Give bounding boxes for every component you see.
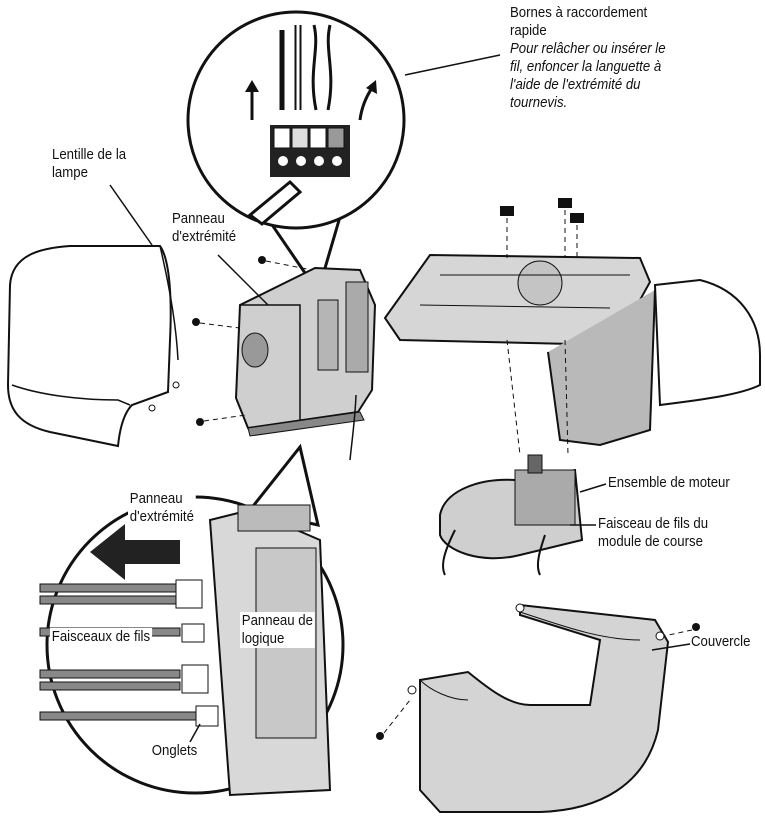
tabs-text: Onglets	[151, 742, 198, 759]
screwdriver-icon	[247, 179, 303, 226]
quick-connect-callout	[186, 10, 406, 296]
inset-end-panel-line1: Panneau	[129, 490, 183, 507]
quick-connect-note-line2: fil, enfoncer la languette à	[510, 58, 662, 75]
cover-text: Couvercle	[691, 633, 751, 650]
travel-module-harness-label: Faisceau de fils du module de course	[598, 515, 708, 551]
logic-panel-line2: logique	[241, 630, 285, 647]
wire-harnesses-label: Faisceaux de fils	[50, 628, 152, 646]
screw-icon	[258, 256, 313, 271]
logic-panel-label: Panneau de logique	[240, 612, 315, 648]
motor-assembly-text: Ensemble de moteur	[608, 474, 730, 491]
end-panel-line2: d'extrémité	[172, 228, 237, 245]
lamp-lens-line1: Lentille de la	[52, 146, 127, 163]
end-panel-label: Panneau d'extrémité	[172, 210, 236, 246]
end-panel-line1: Panneau	[172, 210, 225, 227]
chassis	[383, 253, 761, 447]
motor-assembly	[439, 454, 584, 576]
lamp-lens-label: Lentille de la lampe	[52, 146, 126, 182]
screw-icon	[376, 699, 411, 740]
inset-end-panel-label: Panneau d'extrémité	[128, 490, 196, 526]
travel-harness-line1: Faisceau de fils du	[598, 515, 709, 532]
logic-panel-line1: Panneau de	[241, 612, 313, 629]
screw-icon	[196, 414, 247, 426]
screw-icon	[500, 206, 514, 258]
quick-connect-note-line4: tournevis.	[510, 94, 568, 111]
up-arrow-icon	[245, 80, 259, 92]
wire-harnesses-text: Faisceaux de fils	[51, 628, 151, 645]
logic-panel-callout	[39, 443, 345, 797]
quick-connect-title-line1: Bornes à raccordement	[510, 4, 648, 21]
motor-assembly-label: Ensemble de moteur	[608, 474, 730, 492]
screw-icon	[663, 623, 700, 637]
up-arrow-icon	[366, 80, 377, 94]
quick-connect-note-line3: l'aide de l'extrémité du	[510, 76, 641, 93]
travel-harness-line2: module de course	[598, 533, 703, 550]
screw-icon	[558, 198, 572, 258]
cover	[407, 603, 670, 813]
tabs-label: Onglets	[150, 742, 200, 760]
lamp-lens	[6, 245, 180, 448]
lamp-lens-line2: lampe	[52, 164, 88, 181]
screw-icon	[192, 318, 241, 329]
quick-connect-title-line2: rapide	[510, 22, 547, 39]
cover-label: Couvercle	[691, 633, 750, 651]
end-panel	[234, 266, 377, 437]
quick-connect-note-line1: Pour relâcher ou insérer le	[510, 40, 666, 57]
quick-connect-terminals-label: Bornes à raccordement rapide Pour relâch…	[510, 4, 666, 112]
inset-end-panel-line2: d'extrémité	[129, 508, 194, 525]
screw-icon	[570, 213, 584, 258]
left-arrow-icon	[90, 524, 180, 580]
